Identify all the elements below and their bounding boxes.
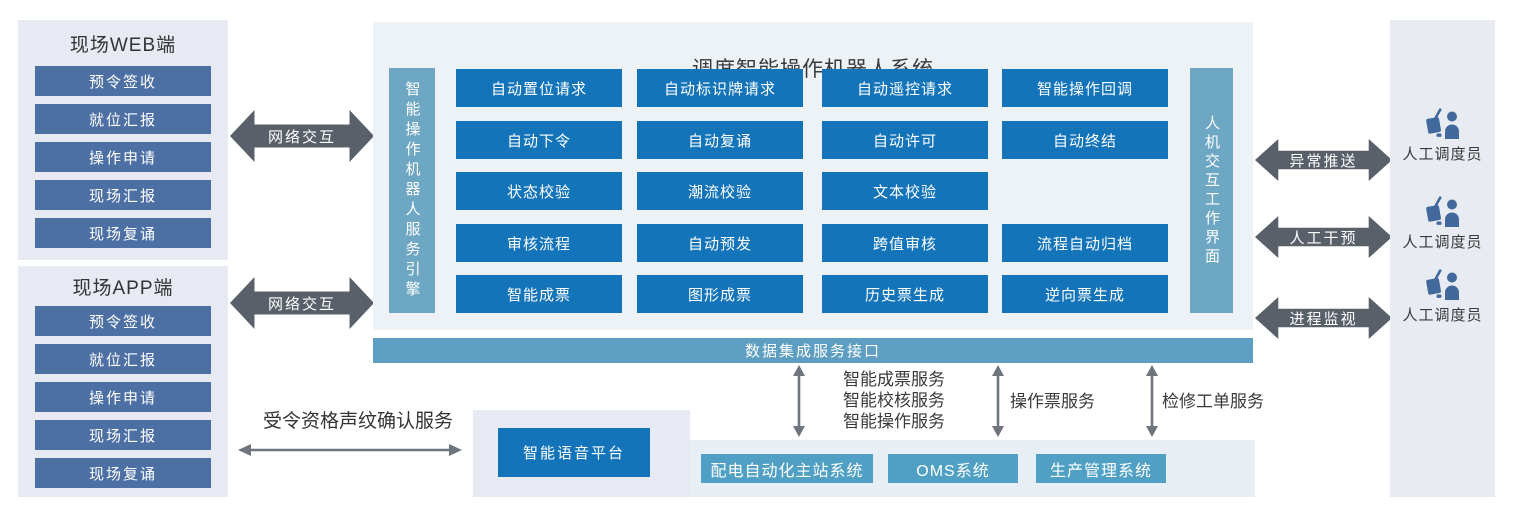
hmi-bar: 人机交互工作界面 bbox=[1190, 68, 1233, 313]
service-link-label: 智能成票服务 bbox=[843, 370, 945, 389]
network-link-arrow-app: 网络交互 bbox=[230, 277, 374, 329]
field-web-panel: 现场WEB端 预令签收 就位汇报 操作申请 现场汇报 现场复诵 bbox=[18, 20, 228, 260]
function-box: 自动遥控请求 bbox=[822, 69, 988, 107]
dispatcher-link-label: 人工干预 bbox=[1289, 229, 1358, 247]
field-app-item: 操作申请 bbox=[35, 382, 211, 412]
function-box: 跨值审核 bbox=[822, 224, 988, 262]
function-box: 自动下令 bbox=[456, 121, 622, 159]
network-link-arrow-web: 网络交互 bbox=[230, 110, 374, 162]
dispatcher-label: 人工调度员 bbox=[1402, 307, 1483, 324]
function-box: 历史票生成 bbox=[822, 275, 988, 313]
field-web-item: 就位汇报 bbox=[35, 104, 211, 134]
service-link-label: 操作票服务 bbox=[1010, 392, 1095, 411]
function-box: 自动终结 bbox=[1002, 121, 1168, 159]
field-web-item: 现场汇报 bbox=[35, 180, 211, 210]
network-link-label: 网络交互 bbox=[267, 128, 336, 146]
updown-arrow-icon bbox=[991, 365, 1005, 437]
service-link-label: 智能校核服务 bbox=[843, 391, 945, 410]
dispatcher-label: 人工调度员 bbox=[1402, 234, 1483, 251]
external-system-box: OMS系统 bbox=[888, 454, 1018, 483]
dispatcher: 人工调度员 bbox=[1390, 269, 1495, 325]
service-link-labels: 智能成票服务 智能校核服务 智能操作服务 bbox=[843, 369, 945, 432]
hmi-label: 人机交互工作界面 bbox=[1203, 114, 1220, 267]
dispatchers-panel: 人工调度员 人工调度员 bbox=[1390, 20, 1495, 497]
field-web-item: 预令签收 bbox=[35, 66, 211, 96]
dispatcher-link-arrow: 异常推送 bbox=[1255, 139, 1392, 181]
function-box: 潮流校验 bbox=[637, 172, 803, 210]
field-web-item: 现场复诵 bbox=[35, 218, 211, 248]
updown-arrow-icon bbox=[1145, 365, 1159, 437]
dispatcher-label: 人工调度员 bbox=[1402, 146, 1483, 163]
service-link-label: 检修工单服务 bbox=[1162, 392, 1264, 411]
field-web-item: 操作申请 bbox=[35, 142, 211, 172]
function-box: 状态校验 bbox=[456, 172, 622, 210]
function-box: 审核流程 bbox=[456, 224, 622, 262]
function-box: 自动标识牌请求 bbox=[637, 69, 803, 107]
updown-arrow-icon bbox=[792, 365, 806, 437]
dispatcher-link-arrow: 人工干预 bbox=[1255, 216, 1392, 258]
robot-system-panel: 调度智能操作机器人系统 智能操作机器人服务引擎 人机交互工作界面 自动置位请求 … bbox=[373, 22, 1253, 330]
dispatcher-link-arrow: 进程监视 bbox=[1255, 297, 1392, 339]
dispatcher-link-label: 异常推送 bbox=[1289, 152, 1358, 170]
service-link-label: 智能操作服务 bbox=[843, 412, 945, 431]
function-box: 自动置位请求 bbox=[456, 69, 622, 107]
operator-at-desk-icon bbox=[1425, 196, 1459, 227]
operator-at-desk-icon bbox=[1425, 108, 1459, 139]
voice-platform-box: 智能语音平台 bbox=[498, 428, 650, 477]
field-app-item: 现场复诵 bbox=[35, 458, 211, 488]
function-box: 智能操作回调 bbox=[1002, 69, 1168, 107]
data-integration-bar: 数据集成服务接口 bbox=[373, 338, 1253, 363]
network-link-label: 网络交互 bbox=[267, 295, 336, 313]
voiceprint-service-label: 受令资格声纹确认服务 bbox=[262, 411, 453, 432]
function-box: 图形成票 bbox=[637, 275, 803, 313]
function-box: 流程自动归档 bbox=[1002, 224, 1168, 262]
dispatcher: 人工调度员 bbox=[1390, 196, 1495, 252]
function-box: 自动许可 bbox=[822, 121, 988, 159]
dispatcher: 人工调度员 bbox=[1390, 108, 1495, 164]
service-engine-label: 智能操作机器人服务引擎 bbox=[403, 80, 421, 301]
field-web-title: 现场WEB端 bbox=[69, 35, 177, 56]
service-engine-bar: 智能操作机器人服务引擎 bbox=[389, 68, 435, 313]
function-box: 自动复诵 bbox=[637, 121, 803, 159]
field-app-item: 现场汇报 bbox=[35, 420, 211, 450]
function-box: 逆向票生成 bbox=[1002, 275, 1168, 313]
field-app-title: 现场APP端 bbox=[72, 278, 174, 299]
function-box: 文本校验 bbox=[822, 172, 988, 210]
external-systems-panel: 配电自动化主站系统 OMS系统 生产管理系统 bbox=[687, 440, 1255, 497]
function-box: 自动预发 bbox=[637, 224, 803, 262]
operator-at-desk-icon bbox=[1425, 269, 1459, 300]
external-system-box: 配电自动化主站系统 bbox=[701, 454, 873, 483]
left-right-arrow-icon bbox=[238, 443, 462, 462]
voice-platform-panel: 智能语音平台 bbox=[473, 410, 690, 497]
external-system-box: 生产管理系统 bbox=[1036, 454, 1166, 483]
field-app-item: 就位汇报 bbox=[35, 344, 211, 374]
dispatcher-link-label: 进程监视 bbox=[1289, 310, 1358, 328]
function-box: 智能成票 bbox=[456, 275, 622, 313]
field-app-item: 预令签收 bbox=[35, 306, 211, 336]
field-app-panel: 现场APP端 预令签收 就位汇报 操作申请 现场汇报 现场复诵 bbox=[18, 266, 228, 497]
